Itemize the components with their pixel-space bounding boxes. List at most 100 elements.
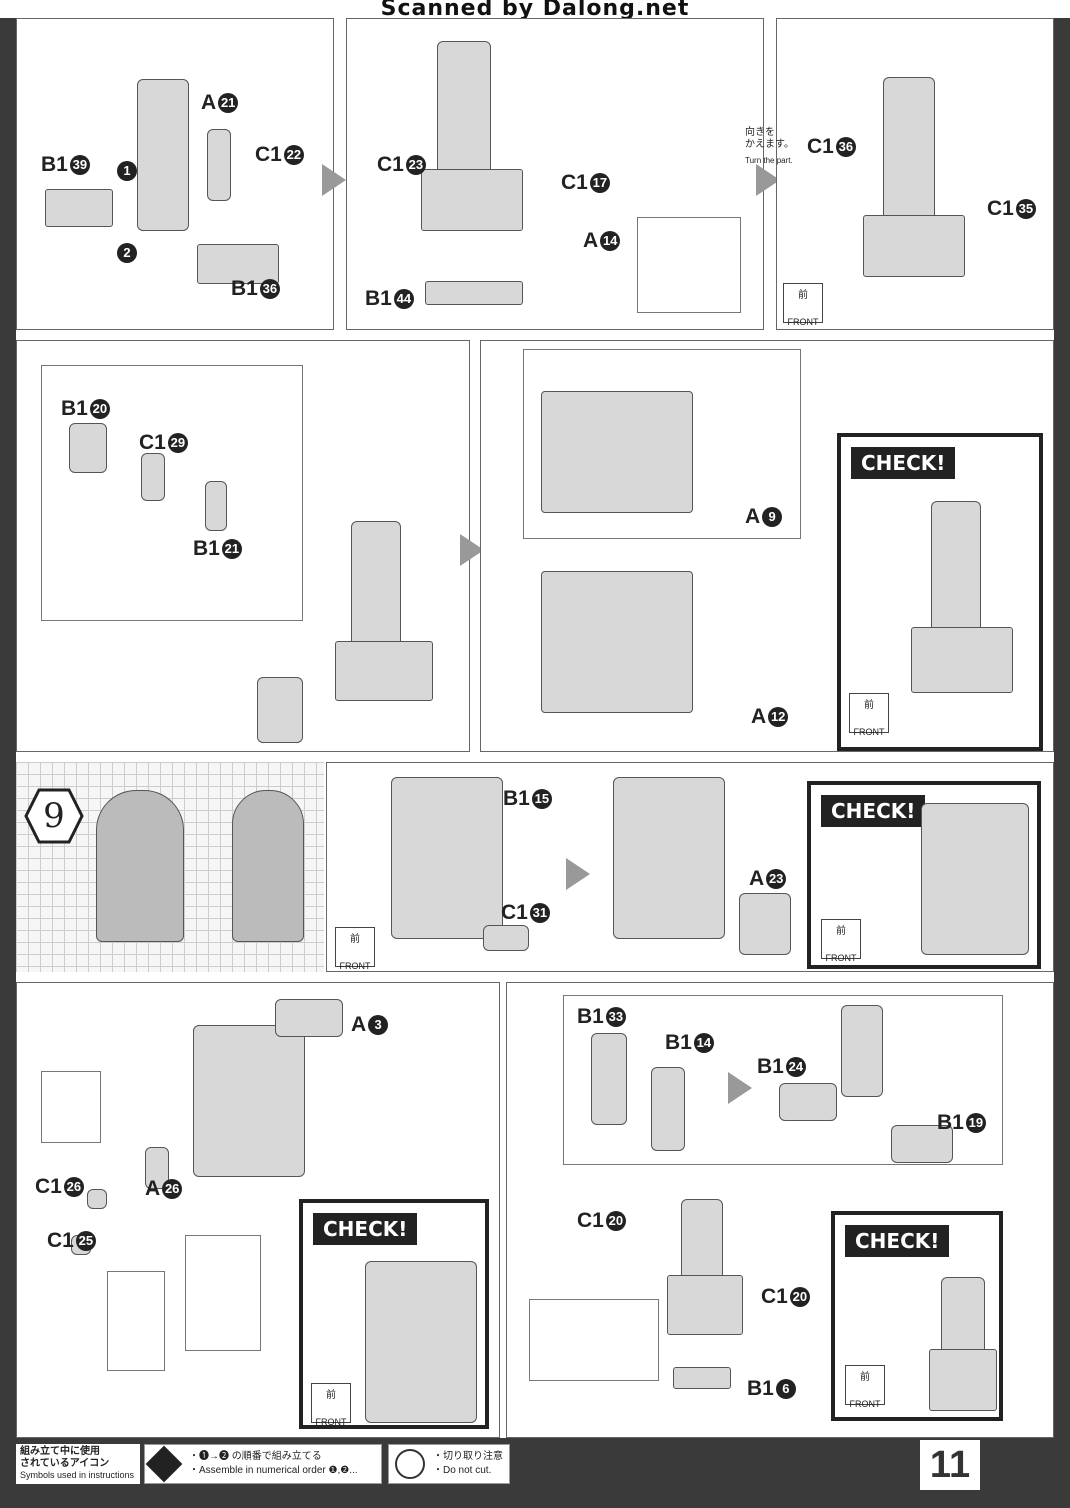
part-b1-39 [45,189,113,227]
part-b1-19 [891,1125,953,1163]
body-shell [365,1261,477,1423]
legend-order-box: ・❶→❷ の順番で組み立てる ・Assemble in numerical or… [144,1444,382,1484]
part-b1-14 [651,1067,685,1151]
next-arrow [566,858,590,890]
foot-base [667,1275,743,1335]
cut-note-jp: ・切り取り注意 [433,1451,503,1462]
page-number: 11 [920,1440,980,1490]
part-b1-33 [591,1033,627,1125]
foot-base [863,215,965,277]
part-b1-44 [425,281,523,305]
foot-part-top [541,391,693,513]
foot-part-bottom [541,571,693,713]
part-c1-26 [87,1189,107,1209]
foot-part [841,1005,883,1097]
part-a23 [739,893,791,955]
order-note-en: ・Assemble in numerical order ❶,❷... [189,1465,358,1476]
detail-box [41,1071,101,1143]
turn-note-en: Turn the part. [745,156,793,165]
legend-title-en: Symbols used in instructions [20,1470,135,1480]
order-note-jp: ・❶→❷ の順番で組み立てる [189,1451,322,1462]
step-number-hexagon [24,788,84,844]
foot-base [929,1349,997,1411]
body-frame [921,803,1029,955]
part-c1-31 [483,925,529,951]
detail-box [185,1235,261,1351]
assembled-block [257,677,303,743]
step-number: 9 [43,796,65,836]
r2-unit-side [232,790,304,942]
turn-note-jp: 向きを かえます。 [745,127,794,150]
check-title: CHECK! [821,795,926,827]
part-b1-6 [673,1367,731,1389]
body-frame [391,777,503,939]
part-b1-21 [205,481,227,531]
detail-box [637,217,741,313]
next-arrow [728,1072,752,1104]
do-not-cut-icon [395,1449,425,1479]
step-1-badge: 1 [115,159,137,183]
legend-title-jp: 組み立て中に使用 されているアイコン [20,1446,110,1469]
next-arrow [322,164,346,196]
part-b1-36 [197,244,279,284]
foot-base [421,169,523,231]
leg-part [137,79,189,231]
part-b1-20 [69,423,107,473]
detail-box [529,1299,659,1381]
check-title: CHECK! [851,447,956,479]
cut-note-en: ・Do not cut. [433,1465,492,1476]
foot-base [911,627,1013,693]
check-title: CHECK! [313,1213,418,1245]
icon-legend-footer: 組み立て中に使用 されているアイコン Symbols used in instr… [16,1440,1054,1490]
legend-title-box: 組み立て中に使用 されているアイコン Symbols used in instr… [16,1444,140,1484]
part-c1-29 [141,453,165,501]
check-title: CHECK! [845,1225,950,1257]
part-a21 [207,129,231,201]
part-a3 [275,999,343,1037]
